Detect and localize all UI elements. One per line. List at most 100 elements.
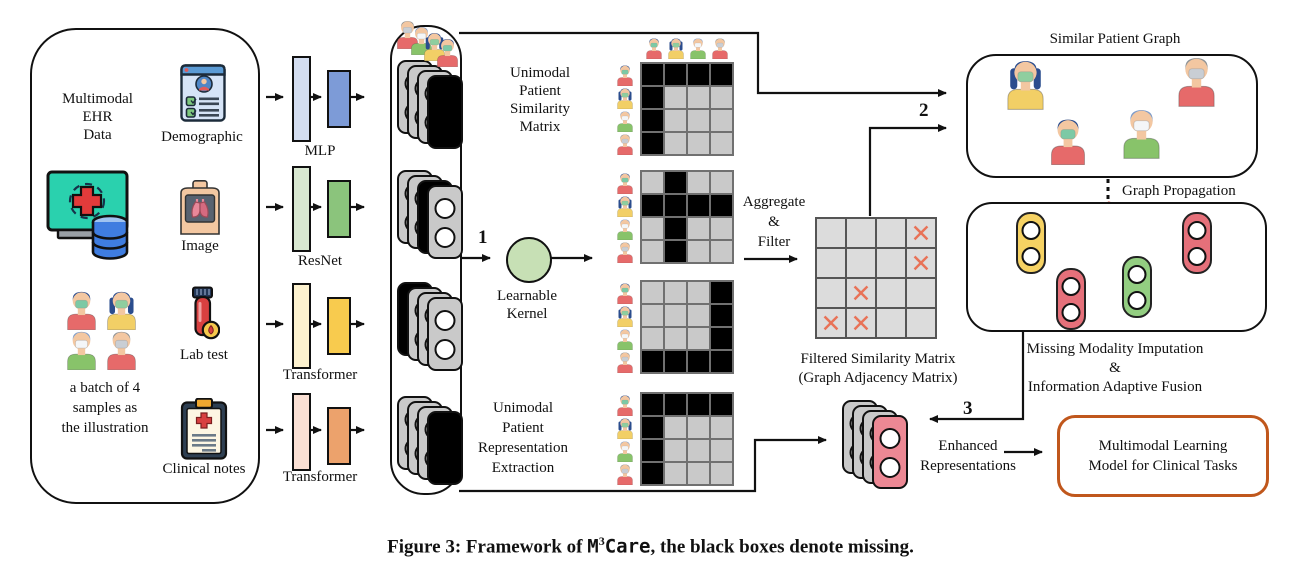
filtered-matrix-cell <box>817 249 845 277</box>
modality-capsule <box>1016 212 1046 274</box>
connector-line <box>868 124 947 216</box>
learnable-kernel-node <box>506 237 552 283</box>
matrix-cell <box>642 172 663 193</box>
patient-avatar <box>615 394 635 416</box>
text-line: Information Adaptive Fusion <box>1027 379 1203 395</box>
figure-caption: Figure 3: Framework of M3Care, the black… <box>0 534 1301 558</box>
filtered-matrix-cell <box>907 279 935 307</box>
ehr-panel-title: Multimodal EHR Data <box>40 90 155 144</box>
patient-avatar <box>1173 54 1220 107</box>
text-line: Filter <box>757 234 791 250</box>
filtered-matrix-cell <box>877 219 905 247</box>
filtered-matrix-cell <box>847 249 875 277</box>
matrix-cell <box>688 110 709 131</box>
matrix-cell <box>711 133 732 154</box>
patient-avatar <box>615 195 635 217</box>
encoder-input-bar <box>292 283 311 369</box>
matrix-cell <box>642 351 663 372</box>
clinical-notes-icon <box>180 397 228 460</box>
model-name: M <box>587 535 599 558</box>
patient-avatar <box>1046 116 1090 165</box>
step-2-label: 2 <box>919 100 929 121</box>
matrix-cell <box>711 351 732 372</box>
learnable-kernel-label: Learnable Kernel <box>477 287 577 323</box>
matrix-cell <box>642 305 663 326</box>
text-line: Patient <box>502 420 544 436</box>
matrix-cell <box>642 218 663 239</box>
matrix-cell <box>642 282 663 303</box>
matrix-cell <box>665 195 686 216</box>
patient-avatar <box>615 110 635 132</box>
text-line: Data <box>83 127 112 143</box>
matrix-cell <box>642 195 663 216</box>
similar-patient-graph-title: Similar Patient Graph <box>1030 30 1200 48</box>
patient-avatar <box>615 417 635 439</box>
patient-avatar <box>644 37 664 59</box>
text-line: Representation <box>478 440 568 456</box>
matrix-cell <box>711 417 732 438</box>
matrix-cell <box>665 282 686 303</box>
capsule-circle <box>1061 303 1081 322</box>
matrix-cell <box>642 440 663 461</box>
text-line: Image <box>181 238 219 254</box>
batch-caption: a batch of 4 samples as the illustration <box>30 378 180 438</box>
matrix-cell <box>688 417 709 438</box>
matrix-cell <box>688 463 709 484</box>
matrix-cell <box>665 64 686 85</box>
capsule-circle <box>1187 247 1207 266</box>
patient-avatar <box>615 351 635 373</box>
card-circle <box>434 310 456 331</box>
text-line: Missing Modality Imputation <box>1026 341 1204 357</box>
filtered-matrix-cell: ✕ <box>817 309 845 338</box>
matrix-cell <box>688 64 709 85</box>
matrix-cell <box>665 241 686 262</box>
card-circle <box>434 198 456 219</box>
filtered-matrix-cell <box>907 309 935 337</box>
capsule-circle <box>1127 265 1147 284</box>
modality-capsule <box>1056 268 1086 330</box>
demographic-icon <box>180 64 226 122</box>
capsule-circle <box>1127 291 1147 310</box>
caption-text: Figure 3: Framework of <box>387 536 588 558</box>
matrix-cell <box>688 195 709 216</box>
encoder-output-bar <box>327 407 351 465</box>
matrix-cell <box>711 282 732 303</box>
ehr-monitor-icon <box>46 170 136 262</box>
encoder-label: Transformer <box>282 469 358 485</box>
text-line: a batch of 4 <box>69 380 141 396</box>
text-line: Patient <box>519 83 561 99</box>
lab-test-icon <box>186 286 221 344</box>
patient-avatar <box>615 282 635 304</box>
matrix-cell <box>665 133 686 154</box>
imputation-box <box>966 202 1267 332</box>
matrix-cell <box>711 394 732 415</box>
filtered-matrix-cell: ✕ <box>847 279 875 308</box>
matrix-cell <box>665 110 686 131</box>
matrix-cell <box>665 351 686 372</box>
matrix-cell <box>688 440 709 461</box>
imputation-label: Missing Modality Imputation & Informatio… <box>1015 340 1215 397</box>
model-name: Care <box>604 535 651 558</box>
text-line: Extraction <box>491 460 555 476</box>
filtered-matrix-cell <box>817 279 845 307</box>
unimodal-matrix <box>640 392 734 486</box>
patient-avatar <box>63 329 100 370</box>
matrix-cell <box>688 87 709 108</box>
lab-test-label: Lab test <box>168 346 240 364</box>
patient-avatar <box>615 172 635 194</box>
matrix-cell <box>688 328 709 349</box>
text-line: Representations <box>920 458 1016 474</box>
card-circle <box>434 339 456 360</box>
encoder-label: Transformer <box>282 367 358 383</box>
patient-avatar <box>615 440 635 462</box>
matrix-cell <box>665 440 686 461</box>
filtered-matrix-cell: ✕ <box>907 219 935 248</box>
text-line: EHR <box>82 109 113 125</box>
patient-avatar <box>615 218 635 240</box>
matrix-cell <box>688 351 709 372</box>
medical-image-icon <box>176 180 224 235</box>
matrix-cell <box>665 87 686 108</box>
clinical-model-box: Multimodal Learning Model for Clinical T… <box>1057 415 1269 497</box>
text-line: Learnable <box>497 288 557 304</box>
matrix-cell <box>711 328 732 349</box>
